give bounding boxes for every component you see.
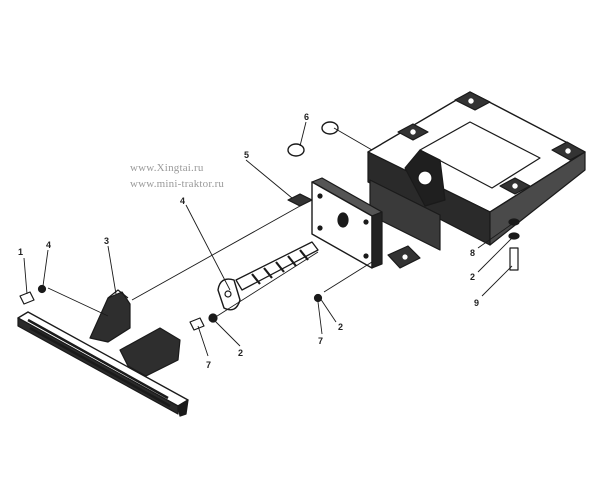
callout-2-mid: 2 [238, 348, 244, 358]
main-frame [367, 91, 586, 269]
bolt-9-stack [508, 218, 520, 271]
callout-4-left: 4 [46, 240, 52, 250]
washers-6 [287, 121, 339, 157]
callout-7-left: 7 [206, 360, 212, 370]
bolt-7 [189, 313, 218, 331]
mounting-plate [287, 177, 383, 269]
bolt-2-7 [313, 293, 323, 303]
tow-bar-shaft [217, 241, 319, 311]
watermark-line-1: www.Xingtai.ru [130, 162, 204, 174]
callout-9: 9 [474, 298, 480, 308]
callout-1: 1 [18, 247, 24, 257]
leader-lines [23, 121, 513, 357]
front-bumper [17, 311, 189, 417]
watermark-line-2: www.mini-traktor.ru [130, 178, 225, 190]
callout-2-right: 2 [470, 272, 476, 282]
callout-2-right-low: 2 [338, 322, 344, 332]
callout-5: 5 [244, 150, 250, 160]
callout-6: 6 [304, 112, 310, 122]
callout-7-right: 7 [318, 336, 324, 346]
bumper-bracket [89, 289, 181, 377]
callout-4-shaft: 4 [180, 196, 186, 206]
bolt-1 [19, 284, 47, 305]
callout-8: 8 [470, 248, 476, 258]
callout-3: 3 [104, 236, 110, 246]
